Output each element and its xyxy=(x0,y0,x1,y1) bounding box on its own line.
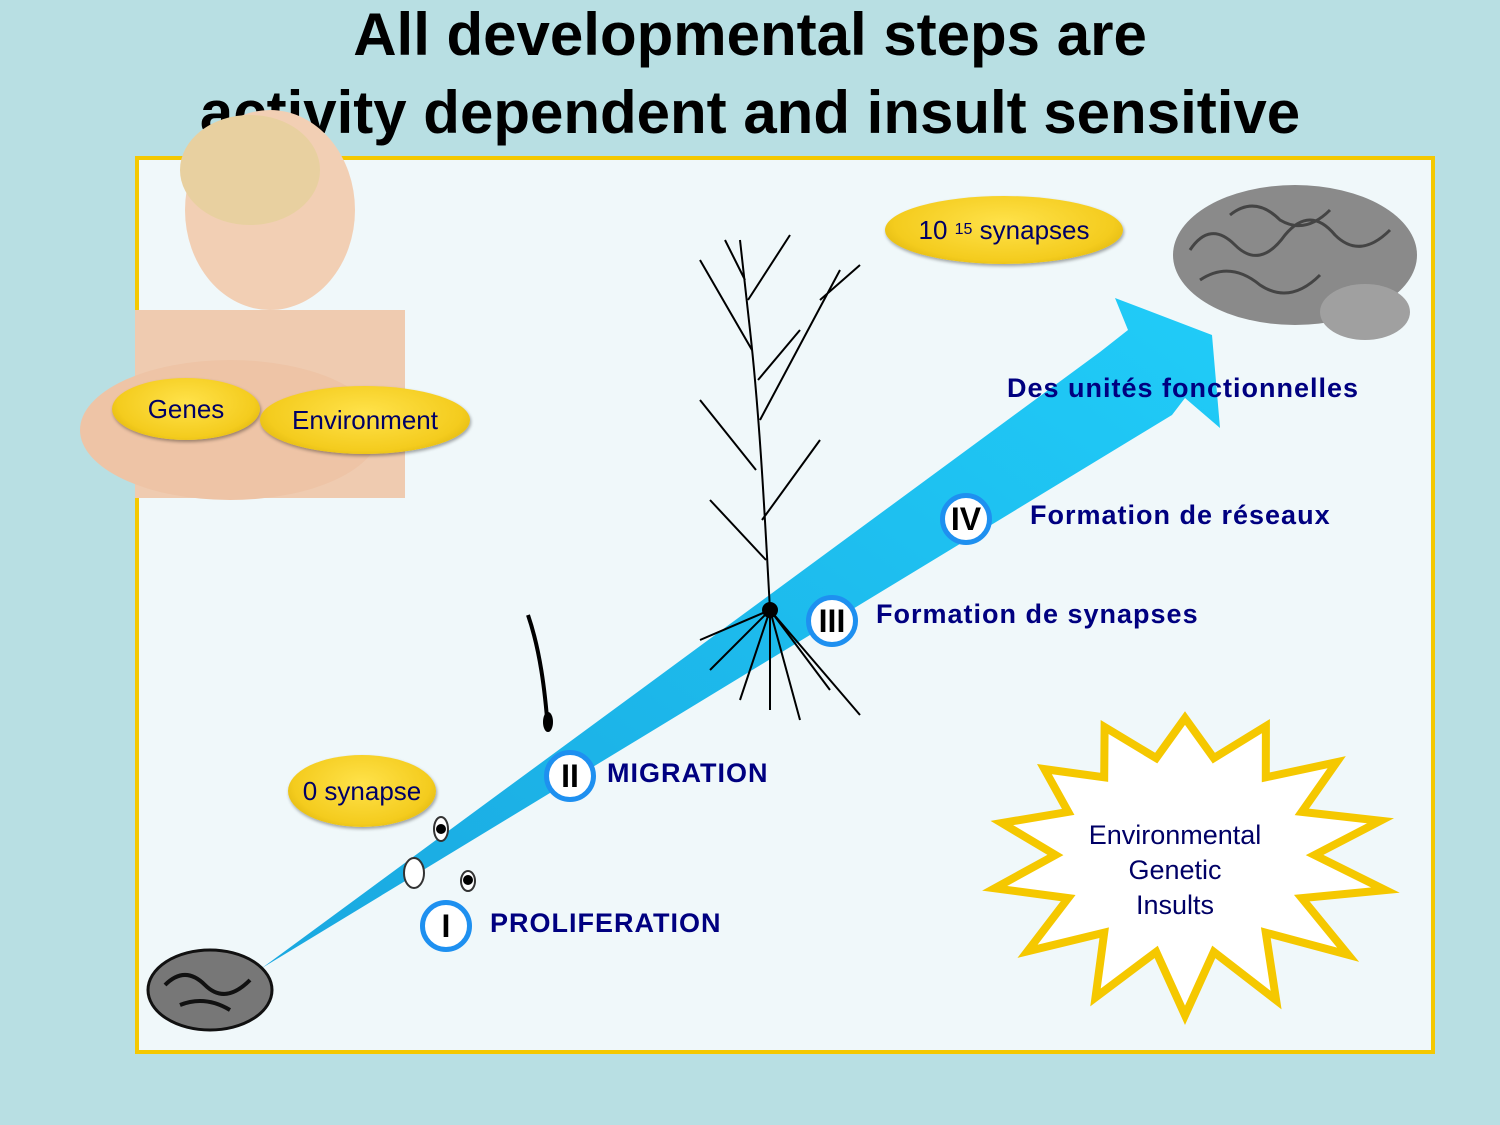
stage-label-proliferation: PROLIFERATION xyxy=(490,908,722,938)
migrating-neuron-icon xyxy=(526,614,550,731)
dividing-cells-icon xyxy=(403,816,476,892)
synapses-count-base: 10 xyxy=(918,214,948,245)
insult-line-environmental: Environmental xyxy=(1088,820,1262,850)
stage-numeral-4: IV xyxy=(940,493,992,545)
slide-title-line-2: activity dependent and insult sensitive xyxy=(199,79,1301,146)
synapses-word: synapses xyxy=(979,214,1090,245)
environment-bubble: Environment xyxy=(260,386,470,454)
slide-title-line-1: All developmental steps are xyxy=(353,1,1147,68)
stage-numeral-3: III xyxy=(806,595,858,647)
environment-label: Environment xyxy=(292,404,438,435)
pyramidal-neuron-icon xyxy=(699,234,861,721)
insult-line-genetic: Genetic xyxy=(1128,855,1222,885)
functional-units-label: Des unités fonctionnelles xyxy=(1007,373,1360,403)
zero-synapse-bubble: 0 synapse xyxy=(288,755,436,827)
zero-synapse-label: 0 synapse xyxy=(302,775,422,806)
development-arrow xyxy=(262,298,1220,968)
insults-text: Environmental Genetic Insults xyxy=(1060,818,1290,923)
insult-line-insults: Insults xyxy=(1135,890,1215,920)
stage-label-migration: MIGRATION xyxy=(607,758,769,788)
adult-brain-icon xyxy=(1173,185,1417,340)
infant-brain-icon xyxy=(146,948,274,1032)
genes-label: Genes xyxy=(147,393,225,424)
stage-label-networks: Formation de réseaux xyxy=(1030,500,1331,530)
stage-numeral-1: I xyxy=(420,900,472,952)
genes-bubble: Genes xyxy=(112,378,260,440)
synapses-count-exponent: 15 xyxy=(954,221,973,238)
insult-starburst xyxy=(982,711,1400,1025)
stage-label-synapses: Formation de synapses xyxy=(876,599,1199,629)
stage-numeral-2: II xyxy=(544,750,596,802)
adult-synapses-bubble: 10 15 synapses xyxy=(885,196,1123,264)
